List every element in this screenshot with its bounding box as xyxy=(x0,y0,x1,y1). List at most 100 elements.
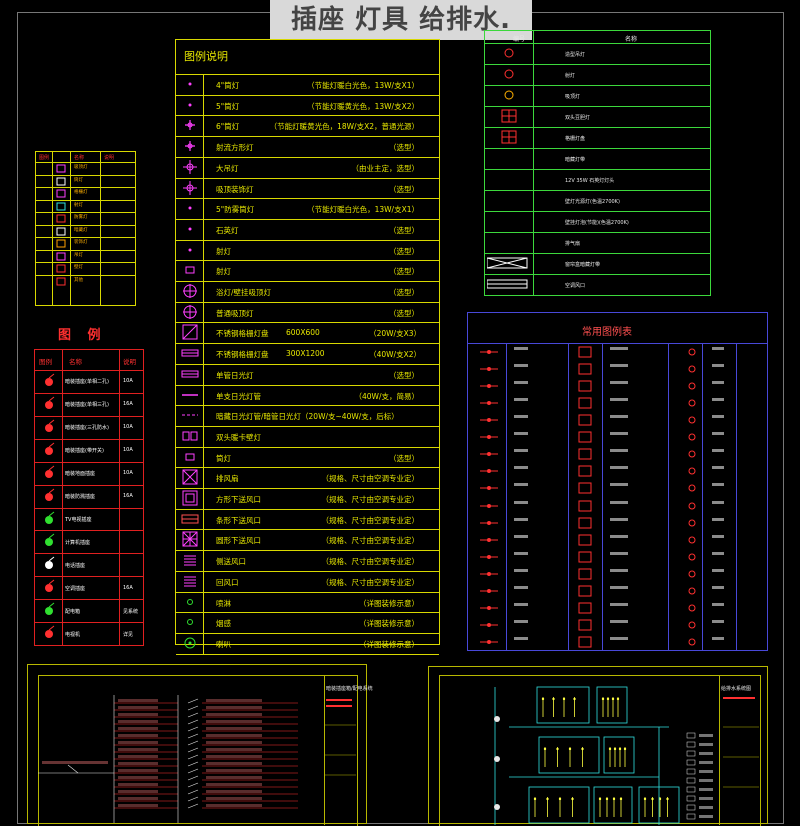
legend-main-spec2: （40W/支X2） xyxy=(369,350,421,360)
symbol-label-mark xyxy=(610,364,628,368)
legend-main-name: 石英灯 xyxy=(216,225,239,235)
box-icon xyxy=(181,262,199,278)
legend-blue-title: 常用图例表 xyxy=(582,327,632,338)
legend-main-row-line xyxy=(176,384,439,386)
legend-main-row-line xyxy=(176,529,439,531)
legend-main-spec: （规格、尺寸由空调专业定） xyxy=(321,536,420,546)
symbol-label-mark xyxy=(610,619,628,623)
symbol-icon xyxy=(576,430,594,443)
symbol-label-mark xyxy=(712,415,724,419)
symbol-label-mark xyxy=(514,602,528,606)
symbol-icon xyxy=(576,345,594,358)
symbol-icon xyxy=(684,396,700,409)
symbol-icon xyxy=(476,396,502,409)
legend-main-spec: （详图装修示意） xyxy=(359,639,419,649)
crosshair-icon xyxy=(181,304,199,320)
system-drawing-left: 暗装插座箱/配电系统 xyxy=(27,664,373,826)
circle-small-icon xyxy=(181,614,199,630)
crosshair-icon xyxy=(181,283,199,299)
legend-main-name: 不锈钢格栅灯盘 xyxy=(216,329,269,339)
legend-red-note: 详见 xyxy=(123,631,134,638)
legend-green-name: 双头豆胆灯 xyxy=(565,114,591,121)
legend-blue-row-line xyxy=(468,343,767,344)
legend-red-name: 空调插座 xyxy=(65,585,86,592)
symbol-icon xyxy=(476,618,502,631)
symbol-label-mark xyxy=(514,483,528,487)
legend-green-name: 造型吊灯 xyxy=(565,51,586,58)
symbol-label-mark xyxy=(514,517,528,521)
symbol-icon xyxy=(684,447,700,460)
symbol-icon xyxy=(684,635,700,648)
dash-icon xyxy=(181,407,199,423)
legend-red-note: 16A xyxy=(123,401,133,408)
fixture-icon xyxy=(499,130,519,145)
legend-main-spec: （节能灯暖白光色，13W/支X1） xyxy=(307,81,419,90)
legend-green-row-line xyxy=(485,43,710,44)
legend-small-row-line xyxy=(36,224,135,226)
legend-main-name: 烟感 xyxy=(216,619,231,629)
box-icon xyxy=(181,449,199,465)
legend-main-name: 6"筒灯 xyxy=(216,122,240,132)
legend-main-name: 条形下送风口 xyxy=(216,515,261,525)
symbol-label-mark xyxy=(712,585,724,589)
symbol-icon xyxy=(684,533,700,546)
legend-red-row-line xyxy=(35,599,143,601)
fixture-icon xyxy=(499,67,519,82)
legend-red-row-line xyxy=(35,507,143,509)
legend-red-name: 配电箱 xyxy=(65,608,81,615)
legend-small-col xyxy=(100,152,101,305)
legend-small-row-line xyxy=(36,162,135,163)
legend-green-row-line xyxy=(485,274,710,275)
legend-red-name: 电话插座 xyxy=(65,562,86,569)
legend-main-name: 单管日光灯 xyxy=(216,370,254,380)
legend-red-name: 暗装防溅插座 xyxy=(65,494,96,501)
symbol-label-mark xyxy=(712,432,724,436)
fixture-icon xyxy=(499,88,519,103)
bar-icon xyxy=(181,366,199,382)
legend-green-name: 窗帘盒暗藏灯带 xyxy=(565,261,601,268)
legend-main-spec: （选型） xyxy=(389,308,419,318)
socket-icon xyxy=(40,488,58,505)
fixture-icon xyxy=(56,177,66,186)
symbol-label-mark xyxy=(514,500,528,504)
legend-main-name: 射流方形灯 xyxy=(216,143,254,153)
legend-main-spec: （详图装修示意） xyxy=(359,598,419,608)
legend-main-name: 双头暖卡壁灯 xyxy=(216,432,261,442)
symbol-label-mark xyxy=(610,398,628,402)
symbol-label-mark xyxy=(712,534,724,538)
symbol-label-mark xyxy=(712,636,724,640)
socket-icon xyxy=(40,442,58,459)
symbol-label-mark xyxy=(712,500,724,504)
legend-main-spec: （选型） xyxy=(389,184,419,194)
symbol-icon xyxy=(476,567,502,580)
fixture-icon xyxy=(56,277,66,286)
socket-icon xyxy=(40,419,58,436)
legend-green-name: 壁灯光源灯(色温2700K) xyxy=(565,198,620,205)
legend-small-name: 其他 xyxy=(74,277,83,283)
symbol-label-mark xyxy=(610,466,628,470)
legend-main-spec: （规格、尺寸由空调专业定） xyxy=(321,577,420,587)
legend-main-name: 不锈钢格栅灯盘 xyxy=(216,350,269,360)
legend-main-row-line xyxy=(176,94,439,96)
legend-small-row-line xyxy=(36,212,135,213)
symbol-icon xyxy=(576,584,594,597)
legend-main-row-line xyxy=(176,198,439,200)
legend-red-note: 10A xyxy=(123,470,133,477)
legend-red-name: 暗装插座(单相三孔) xyxy=(65,402,109,409)
symbol-label-mark xyxy=(712,347,724,350)
symbol-icon xyxy=(576,362,594,375)
symbol-label-mark xyxy=(610,432,628,436)
socket-icon xyxy=(40,511,58,528)
legend-green-col xyxy=(533,31,534,295)
legend-main-spec: （选型） xyxy=(389,225,419,235)
legend-main-name: 排风扇 xyxy=(216,474,239,484)
symbol-label-mark xyxy=(514,568,528,572)
dot-icon xyxy=(181,97,199,113)
legend-main-name: 大吊灯 xyxy=(216,163,239,173)
legend-blue-col xyxy=(736,343,737,650)
symbol-label-mark xyxy=(610,449,628,453)
legend-main-row-line xyxy=(176,405,439,407)
symbol-icon xyxy=(476,413,502,426)
